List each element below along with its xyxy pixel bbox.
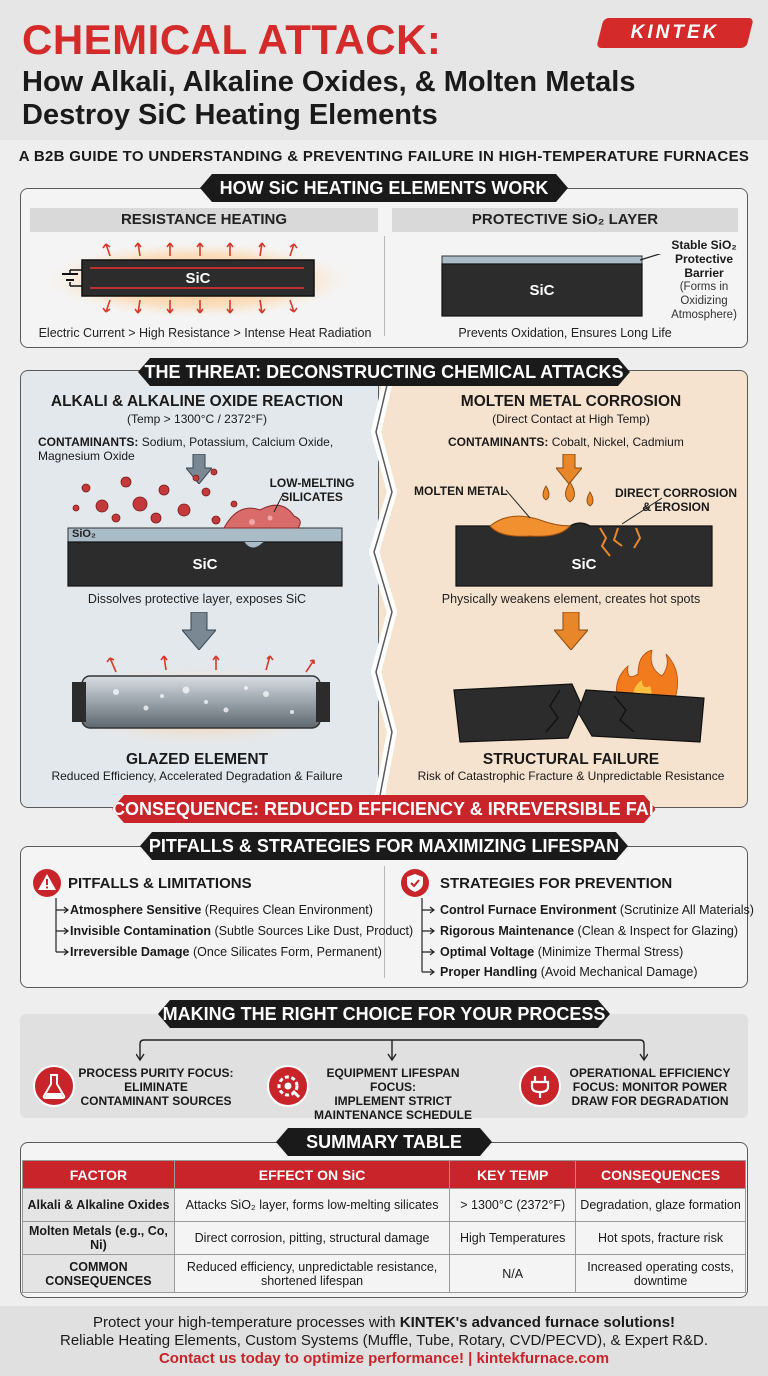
threat-banner: THE THREAT: DECONSTRUCTING CHEMICAL ATTA… <box>138 358 630 386</box>
silicates-label: LOW-MELTING SILICATES <box>269 476 355 504</box>
molten-attack-illustration <box>455 481 713 587</box>
strategy-item: Rigorous Maintenance (Clean & Inspect fo… <box>440 924 739 938</box>
choice-lifespan: EQUIPMENT LIFESPAN FOCUS:IMPLEMENT STRIC… <box>313 1066 472 1122</box>
choice-panel <box>20 1014 748 1118</box>
protective-layer-illustration <box>441 254 662 317</box>
contact-link[interactable]: Contact us <box>158 1350 237 1367</box>
flask-icon <box>33 1065 75 1107</box>
strategy-item: Proper Handling (Avoid Mechanical Damage… <box>440 965 698 979</box>
strategy-item: Control Furnace Environment (Scrutinize … <box>440 903 754 917</box>
pitfalls-title: PITFALLS & LIMITATIONS <box>68 875 252 892</box>
alkali-caption: Dissolves protective layer, exposes SiC <box>87 592 307 606</box>
alkali-title: ALKALI & ALKALINE OXIDE REACTION <box>50 393 344 410</box>
down-arrow-icon <box>554 612 588 650</box>
pitfall-item: Irreversible Damage (Once Silicates Form… <box>70 945 382 959</box>
strategies-title: STRATEGIES FOR PREVENTION <box>440 875 673 892</box>
resistance-caption: Electric Current > High Resistance > Int… <box>38 326 372 340</box>
page-title-line2: How Alkali, Alkaline Oxides, & Molten Me… <box>22 66 636 131</box>
resistance-heating-title: RESISTANCE HEATING <box>30 208 378 232</box>
summary-banner: SUMMARY TABLE <box>276 1128 492 1156</box>
consequence-banner: CONSEQUENCE: REDUCED EFFICIENCY & IRREVE… <box>112 795 656 823</box>
molten-title: MOLTEN METAL CORROSION <box>460 393 682 410</box>
pitfall-item: Invisible Contamination (Subtle Sources … <box>70 924 414 938</box>
gear-wrench-icon <box>267 1065 309 1107</box>
pitfalls-divider <box>384 866 385 978</box>
page-title: CHEMICAL ATTACK: <box>22 16 442 63</box>
corrosion-label: DIRECT CORROSION & EROSION <box>614 486 737 514</box>
down-arrow-icon <box>186 454 212 484</box>
table-header: EFFECT ON SiC <box>173 1160 451 1189</box>
table-header: FACTOR <box>22 1160 175 1189</box>
structural-failure-caption: Risk of Catastrophic Fracture & Unpredic… <box>417 769 725 783</box>
alkali-bar-label: SiC <box>192 556 218 573</box>
resistance-heating-illustration <box>48 242 348 318</box>
section-divider <box>384 236 385 336</box>
how-banner: HOW SiC HEATING ELEMENTS WORK <box>200 174 568 202</box>
molten-metal-label: MOLTEN METAL <box>414 484 508 498</box>
kintek-logo: KINTEK <box>596 18 754 48</box>
plug-icon <box>519 1065 561 1107</box>
strategy-item: Optimal Voltage (Minimize Thermal Stress… <box>440 945 684 959</box>
alkali-contaminants: CONTAMINANTS: Sodium, Potassium, Calcium… <box>38 435 334 463</box>
glazed-element-caption: Reduced Efficiency, Accelerated Degradat… <box>51 769 343 783</box>
alkali-temp: (Temp > 1300°C / 2372°F) <box>127 412 267 426</box>
resistance-bar-label: SiC <box>185 270 211 287</box>
structural-failure-title: STRUCTURAL FAILURE <box>482 751 660 768</box>
alkali-attack-illustration <box>67 468 343 587</box>
down-arrow-icon <box>556 454 582 484</box>
table-header: CONSEQUENCES <box>575 1160 746 1189</box>
zigzag-divider <box>368 372 398 806</box>
protective-caption: Prevents Oxidation, Ensures Long Life <box>458 326 672 340</box>
sio2-layer-label: SiO₂ <box>72 528 96 540</box>
table-row: Molten Metals (e.g., Co, Ni)Direct corro… <box>22 1221 746 1255</box>
shield-check-icon <box>401 869 429 897</box>
strategies-connector <box>421 898 435 976</box>
choice-banner: MAKING THE RIGHT CHOICE FOR YOUR PROCESS <box>158 1000 610 1028</box>
protective-bar-label: SiC <box>529 282 555 299</box>
website-link[interactable]: kintekfurnace.com <box>476 1350 610 1367</box>
down-arrow-icon <box>182 612 216 650</box>
molten-caption: Physically weakens element, creates hot … <box>441 592 701 606</box>
glazed-element-illustration <box>69 655 333 746</box>
protective-layer-title: PROTECTIVE SiO₂ LAYER <box>392 208 738 232</box>
table-header: KEY TEMP <box>449 1160 577 1189</box>
choice-connector <box>136 1039 648 1062</box>
sio2-note: Stable SiO₂ Protective Barrier (Forms in… <box>671 238 737 321</box>
pitfalls-connector <box>55 898 69 956</box>
molten-bar-label: SiC <box>571 556 597 573</box>
subtitle: A B2B GUIDE TO UNDERSTANDING & PREVENTIN… <box>18 148 750 165</box>
glazed-element-title: GLAZED ELEMENT <box>125 751 269 768</box>
structural-failure-illustration <box>453 650 705 743</box>
molten-sub: (Direct Contact at High Temp) <box>492 412 650 426</box>
warning-icon <box>33 869 61 897</box>
summary-table: FACTOR EFFECT ON SiC KEY TEMP CONSEQUENC… <box>22 1160 746 1293</box>
molten-contaminants: CONTAMINANTS: Cobalt, Nickel, Cadmium <box>448 435 684 449</box>
footer: Protect your high-temperature processes … <box>0 1306 768 1376</box>
pitfall-item: Atmosphere Sensitive (Requires Clean Env… <box>70 903 373 917</box>
pitfalls-banner: PITFALLS & STRATEGIES FOR MAXIMIZING LIF… <box>140 832 628 860</box>
